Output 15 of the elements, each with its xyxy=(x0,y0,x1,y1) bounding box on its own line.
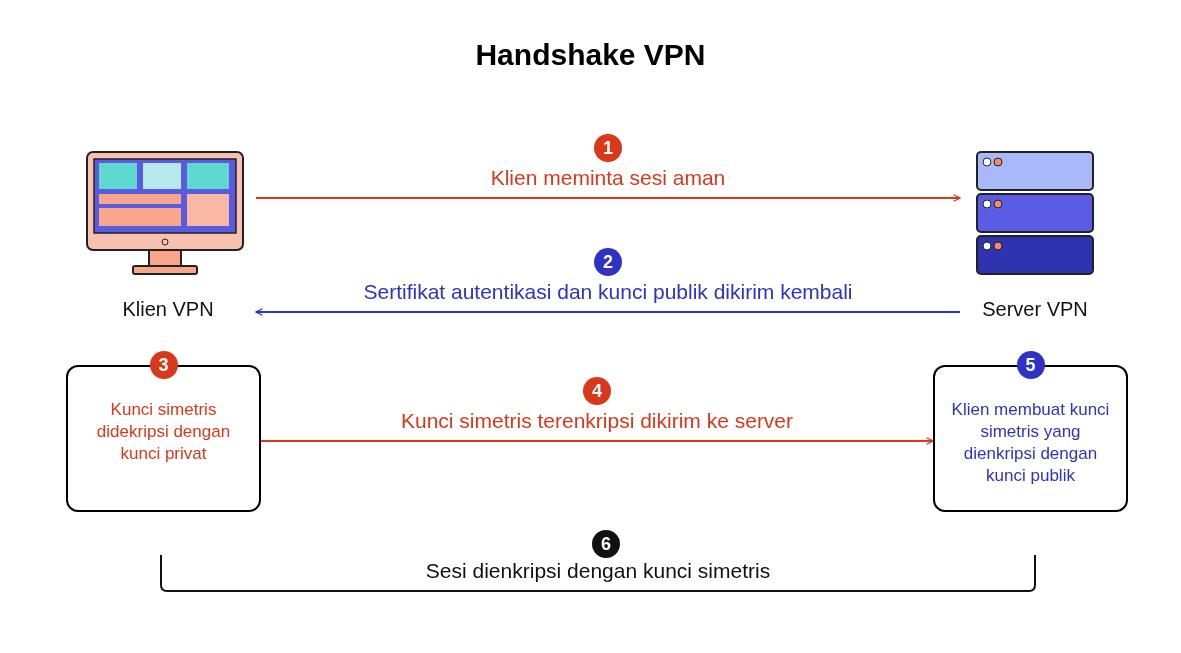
note-text: Sesi dienkripsi dengan kunci simetris xyxy=(425,559,771,583)
step-number-badge: 5 xyxy=(1016,351,1045,379)
step-text: Klien membuat kunci simetris yang dienkripsi dengan kunci publik xyxy=(950,399,1111,487)
step-number-badge: 3 xyxy=(149,351,178,379)
arrow xyxy=(260,437,934,445)
step-number-badge: 1 xyxy=(594,134,622,162)
arrow xyxy=(255,194,961,202)
arrow xyxy=(255,308,961,316)
diagram-title: Handshake VPN xyxy=(474,38,707,72)
step-number-badge: 2 xyxy=(594,248,622,276)
step-number-badge: 4 xyxy=(583,377,611,405)
node-label: Server VPN xyxy=(981,298,1089,321)
step-text: Kunci simetris didekripsi dengan kunci privat xyxy=(95,399,232,465)
node-label: Klien VPN xyxy=(121,298,215,321)
step-number-badge: 6 xyxy=(592,530,620,558)
